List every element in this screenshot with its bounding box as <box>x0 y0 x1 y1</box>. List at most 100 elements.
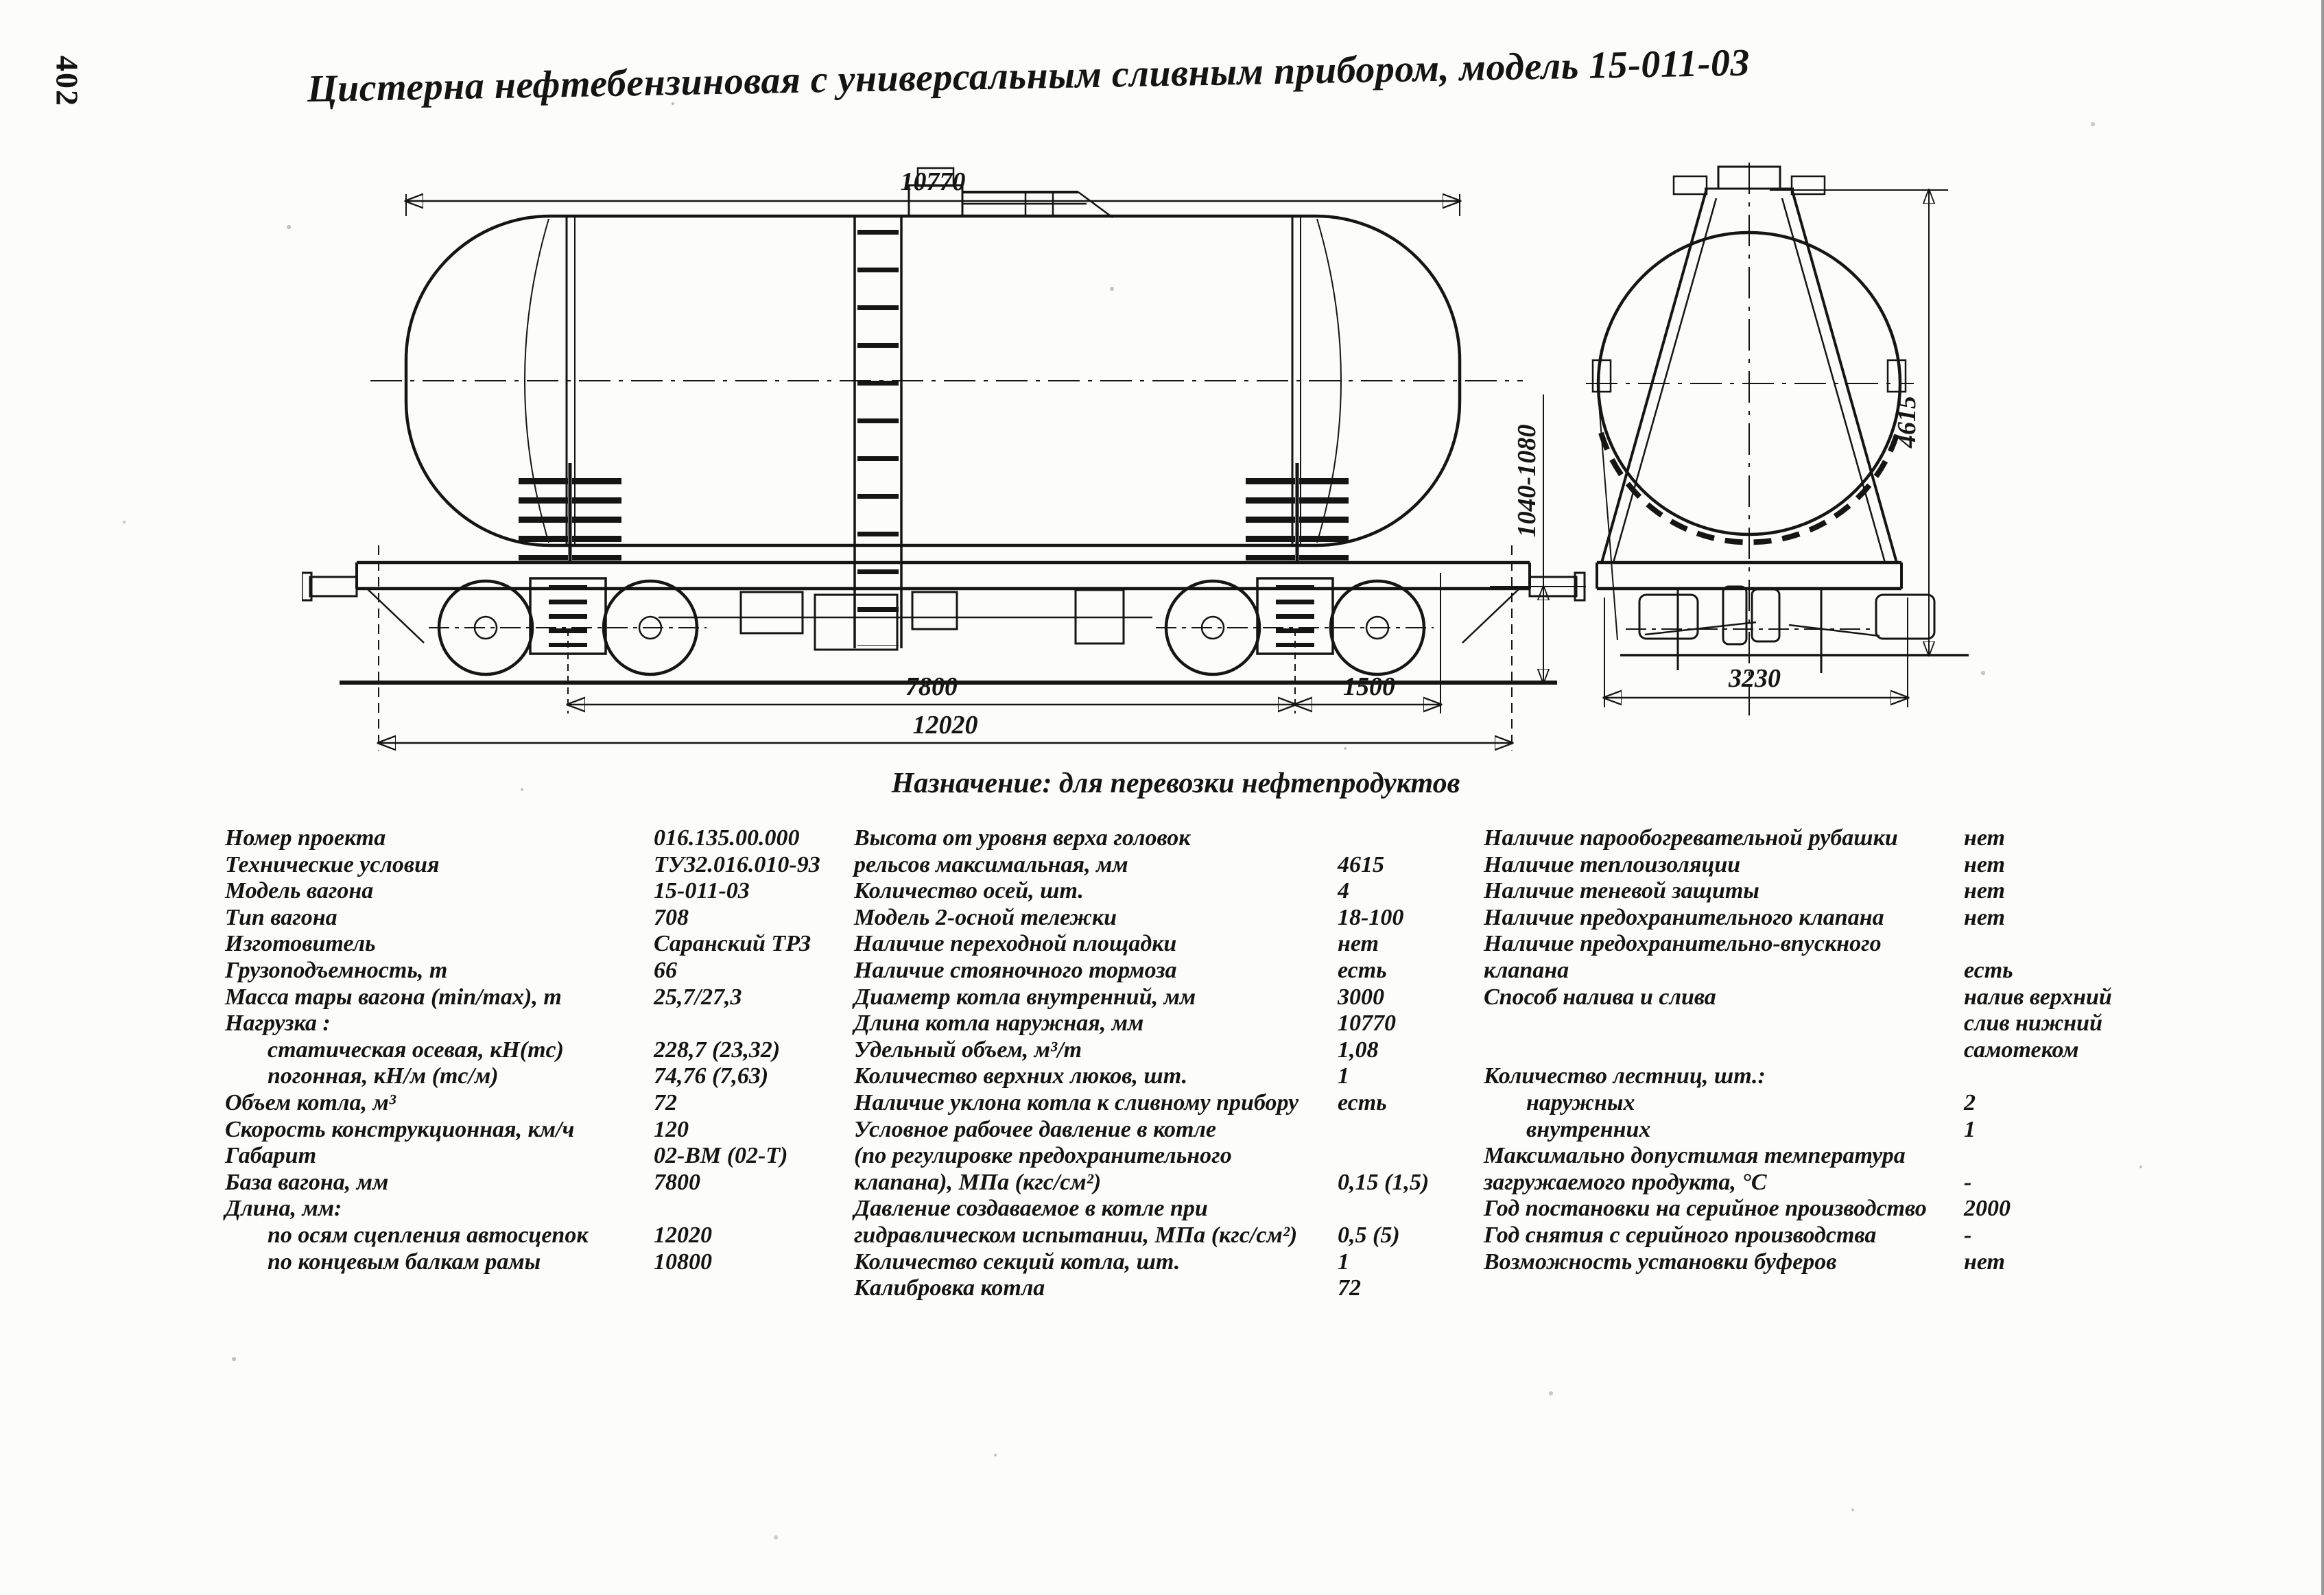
spec-label: Длина, мм: <box>225 1196 342 1222</box>
spec-row: Способ налива и слива налив верхний <box>1484 984 2293 1011</box>
spec-row: Возможность установки буферов нет <box>1484 1249 2293 1276</box>
spec-value: Саранский ТРЗ <box>654 931 811 957</box>
spec-label: клапана), МПа (кгс/см²) <box>854 1169 1102 1195</box>
spec-value: 66 <box>654 957 677 983</box>
spec-label: наружных <box>1526 1089 1635 1115</box>
spec-row: Наличие теневой защиты нет <box>1484 878 2293 905</box>
spec-row: Наличие уклона котла к сливному прибору … <box>854 1090 1574 1117</box>
spec-value: нет <box>1964 851 2005 877</box>
spec-label: Количество секций котла, шт. <box>854 1249 1181 1275</box>
dim-label-10770: 10770 <box>901 167 966 196</box>
spec-value: 1 <box>1338 1063 1349 1089</box>
spec-label: Год снятия с серийного производства <box>1484 1222 1877 1248</box>
spec-value: 0,5 (5) <box>1338 1222 1400 1248</box>
spec-value: 2 <box>1964 1089 1976 1115</box>
spec-row: Количество осей, шт. 4 <box>854 878 1574 905</box>
spec-row: Грузоподъемность, т 66 <box>225 958 911 984</box>
ladder <box>853 217 903 648</box>
end-underframe <box>1596 560 1936 673</box>
dim-label-4615: 4615 <box>1893 396 1921 449</box>
spec-value: 7800 <box>654 1169 700 1195</box>
dim-label-1040-1080: 1040-1080 <box>1513 425 1541 538</box>
spec-label: Модель вагона <box>225 878 374 904</box>
spec-value: нет <box>1964 904 2005 930</box>
dimension-end-width: 3230 <box>1604 598 1908 707</box>
spec-row: Наличие парообогревательной рубашки нет <box>1484 825 2293 852</box>
spec-row: Условное рабочее давление в котле <box>854 1117 1574 1144</box>
spec-row: внутренних 1 <box>1484 1117 2293 1144</box>
spec-row: Наличие теплоизоляции нет <box>1484 852 2293 879</box>
purpose-caption: Назначение: для перевозки нефтепродуктов <box>891 768 1460 799</box>
dim-label-7800: 7800 <box>905 672 958 701</box>
end-top-hatch <box>1672 165 1826 196</box>
spec-label: Максимально допустимая температура <box>1484 1143 1906 1169</box>
spec-value: 1 <box>1338 1249 1349 1275</box>
spec-label: Способ налива и слива <box>1484 984 1716 1010</box>
spec-value: нет <box>1964 878 2005 904</box>
spec-row: погонная, кН/м (тс/м) 74,76 (7,63) <box>225 1063 911 1090</box>
spec-label: по осям сцепления автосцепок <box>268 1222 589 1248</box>
spec-row: рельсов максимальная, мм 4615 <box>854 852 1574 879</box>
spec-row: Масса тары вагона (min/max), т 25,7/27,3 <box>225 984 911 1011</box>
spec-value: - <box>1964 1169 1972 1195</box>
spec-value: слив нижний <box>1964 1011 2102 1037</box>
spec-row: клапана), МПа (кгс/см²) 0,15 (1,5) <box>854 1170 1574 1196</box>
spec-label: гидравлическом испытании, МПа (кгс/см²) <box>854 1222 1298 1248</box>
spec-row: Год постановки на серийное производство … <box>1484 1196 2293 1222</box>
spec-label: статическая осевая, кН(тс) <box>268 1037 564 1063</box>
spec-row: Количество секций котла, шт. 1 <box>854 1249 1574 1276</box>
spec-value: 25,7/27,3 <box>654 984 742 1010</box>
spec-row: Номер проекта 016.135.00.000 <box>225 825 911 852</box>
spec-label: Длина котла наружная, мм <box>854 1011 1144 1037</box>
spec-value: 18-100 <box>1338 904 1404 930</box>
spec-label: Изготовитель <box>225 931 376 957</box>
spec-row: (по регулировке предохранительного <box>854 1143 1574 1170</box>
spec-label: База вагона, мм <box>225 1169 389 1195</box>
spec-value: 228,7 (23,32) <box>654 1037 781 1063</box>
spec-label: Год постановки на серийное производство <box>1484 1196 1927 1222</box>
spec-value: 02-ВМ (02-Т) <box>654 1143 788 1169</box>
spec-label: Наличие теплоизоляции <box>1484 851 1741 877</box>
spec-label: загружаемого продукта, °С <box>1484 1169 1767 1195</box>
spec-value: 72 <box>1338 1275 1361 1301</box>
spec-label: внутренних <box>1526 1116 1651 1142</box>
spec-label: Возможность установки буферов <box>1484 1249 1837 1275</box>
dim-label-12020: 12020 <box>913 711 978 740</box>
spec-label: Объем котла, м³ <box>225 1089 396 1115</box>
cradle-band <box>1598 432 1900 545</box>
spec-label: Наличие парообогревательной рубашки <box>1484 825 1898 851</box>
spec-row: статическая осевая, кН(тс) 228,7 (23,32) <box>225 1037 911 1064</box>
spec-value: самотеком <box>1964 1037 2079 1063</box>
spec-value: 12020 <box>654 1222 712 1248</box>
spec-row: Удельный объем, м³/т 1,08 <box>854 1037 1574 1064</box>
spec-value: 0,15 (1,5) <box>1338 1169 1430 1195</box>
spec-value: нет <box>1964 1249 2005 1275</box>
spec-label: Условное рабочее давление в котле <box>854 1116 1217 1142</box>
spec-row: Длина, мм: <box>225 1196 911 1222</box>
spec-value: 74,76 (7,63) <box>654 1063 769 1089</box>
spec-label: Нагрузка : <box>225 1011 331 1037</box>
spec-value: нет <box>1338 931 1379 957</box>
spec-label: Масса тары вагона (min/max), т <box>225 984 562 1010</box>
spec-label: Давление создаваемое в котле при <box>854 1196 1208 1222</box>
tank-car-technical-drawing: 10770 <box>302 163 1969 751</box>
spec-row: гидравлическом испытании, МПа (кгс/см²) … <box>854 1222 1574 1249</box>
spec-row: Высота от уровня верха головок <box>854 825 1574 852</box>
spec-value: есть <box>1964 957 2013 983</box>
spec-label: Количество лестниц, шт.: <box>1484 1063 1766 1089</box>
spec-column-1: Номер проекта 016.135.00.000 Технические… <box>225 825 911 1275</box>
dimension-coupler-length: 12020 <box>379 545 1512 751</box>
spec-row: по концевым балкам рамы 10800 <box>225 1249 911 1276</box>
spec-label: Калибровка котла <box>854 1275 1045 1301</box>
brake-equipment <box>659 589 1152 651</box>
spec-value: 10800 <box>654 1249 712 1275</box>
dim-label-1500: 1500 <box>1343 672 1395 701</box>
spec-row: Количество верхних люков, шт. 1 <box>854 1063 1574 1090</box>
spec-row: Габарит 02-ВМ (02-Т) <box>225 1143 911 1170</box>
spec-label: погонная, кН/м (тс/м) <box>268 1063 499 1089</box>
spec-label: (по регулировке предохранительного <box>854 1143 1232 1169</box>
spec-value: 15-011-03 <box>654 878 750 904</box>
spec-value: 016.135.00.000 <box>654 825 800 851</box>
spec-value: 120 <box>654 1116 689 1142</box>
spec-row: Скорость конструкционная, км/ч 120 <box>225 1117 911 1144</box>
